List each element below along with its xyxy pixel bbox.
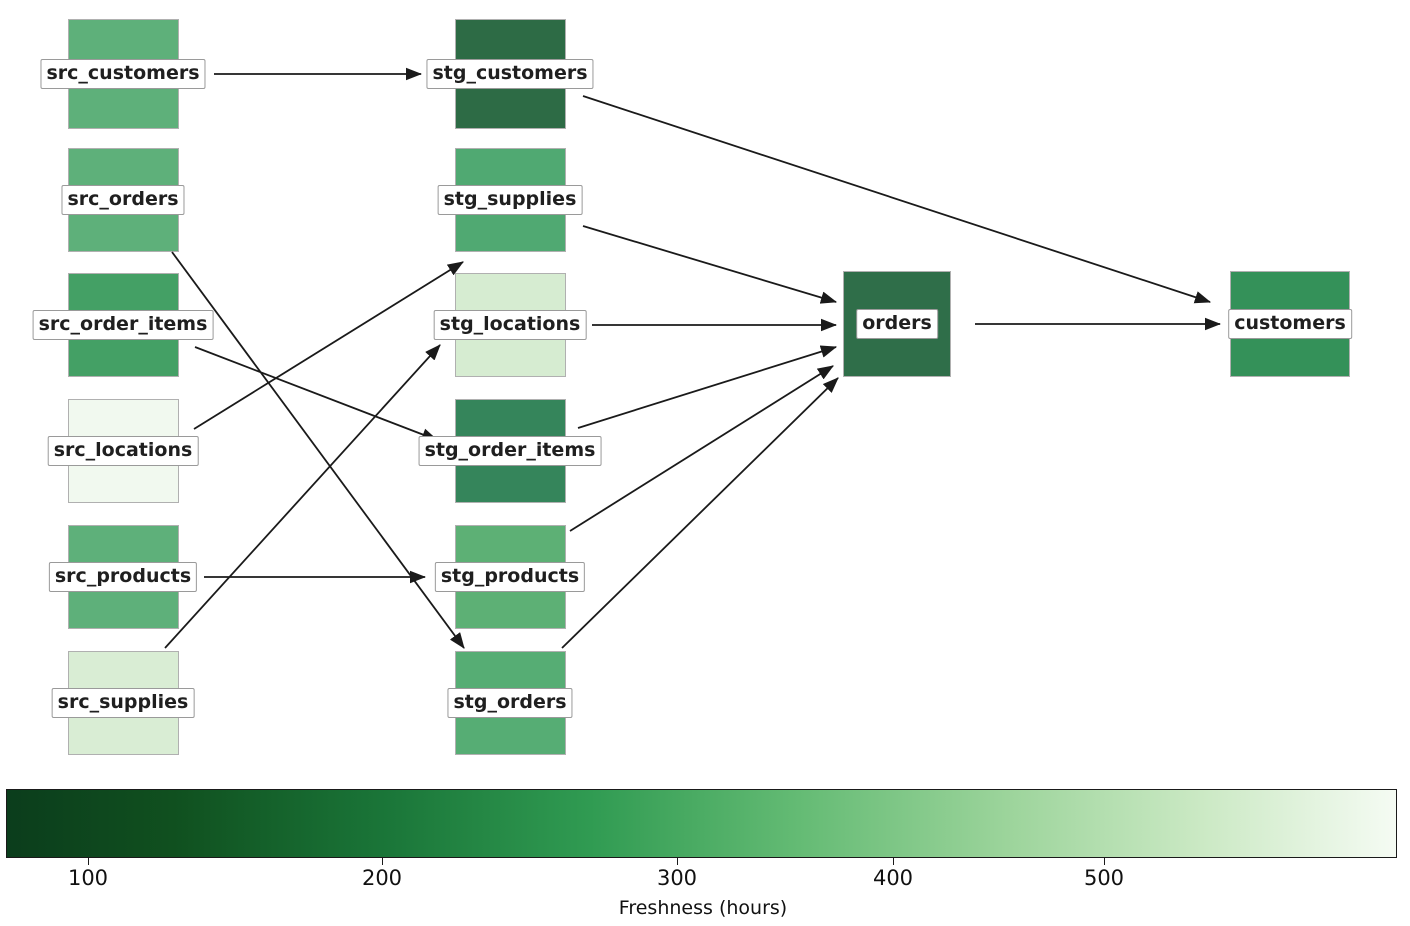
colorbar-tick-200	[382, 858, 384, 865]
colorbar-tick-400	[893, 858, 895, 865]
colorbar-tick-label-200: 200	[361, 866, 403, 890]
edge-stg_products-to-orders	[569, 365, 834, 532]
colorbar-tick-label-100: 100	[67, 866, 109, 890]
colorbar-tick-label-300: 300	[656, 866, 698, 890]
colorbar-tick-300	[677, 858, 679, 865]
node-label-customers[interactable]: customers	[1228, 309, 1352, 339]
colorbar-gradient	[7, 790, 1396, 857]
node-label-stg_locations[interactable]: stg_locations	[433, 310, 587, 340]
node-label-src_products[interactable]: src_products	[48, 562, 198, 592]
node-label-src_customers[interactable]: src_customers	[40, 59, 206, 89]
edge-src_supplies-to-stg_supplies	[164, 344, 441, 649]
node-label-stg_order_items[interactable]: stg_order_items	[418, 436, 602, 466]
edge-src_order_items-to-stg_order_items	[194, 346, 439, 441]
colorbar-tick-label-500: 500	[1083, 866, 1125, 890]
colorbar-tick-100	[88, 858, 90, 865]
node-label-src_order_items[interactable]: src_order_items	[32, 310, 214, 340]
node-label-stg_products[interactable]: stg_products	[434, 562, 586, 592]
edge-stg_orders-to-orders	[561, 377, 839, 649]
colorbar-tick-label-400: 400	[872, 866, 914, 890]
colorbar-tick-500	[1104, 858, 1106, 865]
node-label-orders[interactable]: orders	[856, 309, 938, 339]
node-label-src_orders[interactable]: src_orders	[61, 185, 185, 215]
edge-stg_supplies-to-orders	[582, 225, 838, 304]
colorbar-axis-label: Freshness (hours)	[618, 897, 788, 919]
node-label-stg_orders[interactable]: stg_orders	[447, 688, 573, 718]
colorbar	[6, 789, 1397, 858]
node-label-src_supplies[interactable]: src_supplies	[51, 688, 195, 718]
edge-stg_order_items-to-orders	[577, 345, 838, 429]
node-label-stg_supplies[interactable]: stg_supplies	[437, 185, 583, 215]
node-label-stg_customers[interactable]: stg_customers	[426, 59, 594, 89]
node-label-src_locations[interactable]: src_locations	[47, 436, 199, 466]
edge-src_locations-to-stg_locations	[193, 261, 464, 430]
